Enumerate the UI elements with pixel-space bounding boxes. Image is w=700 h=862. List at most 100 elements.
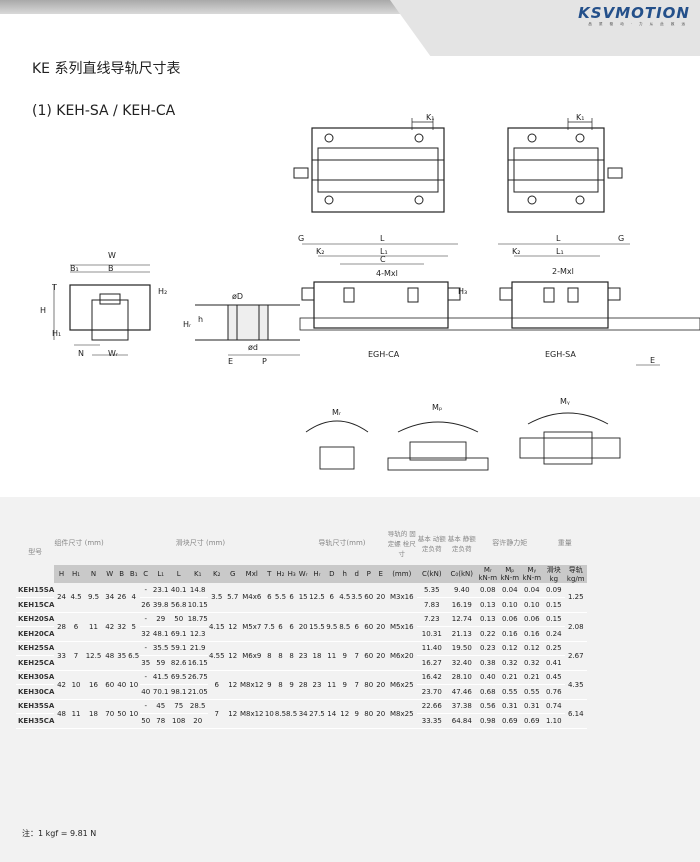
label-mp: Mₚ [432,403,442,412]
cell-h2: 6 [274,611,287,642]
subheader-w: W [103,565,116,583]
side-view-sa [498,243,660,366]
cell-g: 12 [225,640,240,671]
cell-mxl: M8x12 [239,698,264,729]
cell-dyn: 7.83 [416,597,447,613]
cell-stat: 37.38 [446,698,477,714]
col-model: 型号 [28,548,43,556]
cell-k1: 16.15 [187,655,208,671]
cell-e: 20 [374,583,387,613]
cell-block_w: 0.25 [542,640,565,656]
cell-b: 35 [115,640,128,671]
label-k2-sa: K₂ [512,247,520,256]
cell-h: 42 [54,669,69,700]
label-l1-sa: L₁ [556,247,564,256]
cell-g: 12 [225,611,240,642]
cell-c: 26 [139,597,152,613]
cell-l1: 23.1 [151,583,170,598]
col-group-bolt: 导轨的 固定螺 栓尺寸 [387,530,416,558]
cell-h: 12 [338,698,351,729]
cell-d: 14 [324,698,339,729]
cell-bolt: M6x20 [386,640,417,671]
label-k2-ca: K₂ [316,247,324,256]
cell-c: - [139,640,152,656]
cell-l: 56.8 [169,597,188,613]
label-g-sa: G [618,234,624,243]
cell-stat: 32.40 [446,655,477,671]
cell-c: - [139,583,152,598]
end-view [53,264,151,356]
subheader-mxl: Mxl [239,565,264,583]
cell-block_w: 0.74 [542,698,565,714]
label-t: T [51,283,57,292]
label-h3: H₃ [458,287,467,296]
brand-tagline: 品 质 驱 动 · 力 从 此 致 远 [588,22,688,26]
cell-g: 12 [225,698,240,729]
cell-h1: 4.5 [68,583,84,613]
cell-k2: 3.5 [207,583,226,613]
cell-h1: 10 [68,669,84,700]
cell-bolt: M8x25 [386,698,417,729]
cell-bolt: M5x16 [386,611,417,642]
cell-t: 6 [263,583,275,613]
subheader-d: d [350,565,363,583]
cell-mp: 0.16 [498,626,521,642]
cell-d: 7 [350,669,363,700]
cell-rail-w: 6.14 [564,698,587,729]
col-group-block: 滑块尺寸 (mm) [175,539,226,547]
cell-mxl: M4x6 [239,583,264,613]
cell-l: 82.6 [169,655,188,671]
top-view-sa [507,118,623,213]
subheader-k2: K₂ [207,565,226,583]
label-h-small: h [198,315,203,324]
cell-k2: 6 [207,669,226,700]
cell-model: KEH35CA [16,713,55,729]
cell-l: 75 [169,698,188,714]
cell-block_w: 0.45 [542,669,565,685]
cell-w: 34 [103,583,116,613]
subheader-dyn: C(kN) [416,565,447,583]
cell-mxl: M6x9 [239,640,264,671]
technical-drawing: K₁ K₁ W B₁ B T H H₁ H₂ N Wᵣ Hᵣ h øD ød E… [40,113,700,471]
cell-dyn: 5.35 [416,583,447,598]
cell-b1: 5 [127,611,140,642]
cell-bolt: M6x25 [386,669,417,700]
cell-hr: 15.5 [309,611,325,642]
label-egh-sa: EGH-SA [545,350,576,359]
cell-h: 4.5 [338,583,351,613]
cell-l: 98.1 [169,684,188,700]
cell-stat: 19.50 [446,640,477,656]
cell-t: 9 [263,669,275,700]
cell-b1: 10 [127,698,140,729]
cell-w: 60 [103,669,116,700]
cell-model: KEH25CA [16,655,55,671]
cell-h: 9 [338,669,351,700]
cell-h: 24 [54,583,69,613]
cell-d: 7 [350,640,363,671]
cell-p: 80 [362,698,375,729]
col-group-rail: 导轨尺寸(mm) [318,539,366,547]
cell-wr: 28 [297,669,310,700]
cell-h2: 8 [274,640,287,671]
cell-wr: 20 [297,611,310,642]
cell-b1: 10 [127,669,140,700]
cell-b: 40 [115,669,128,700]
cell-mr: 0.68 [476,684,499,700]
cell-w: 48 [103,640,116,671]
subheader-stat: C₀(kN) [446,565,477,583]
cell-mr: 0.56 [476,698,499,714]
cell-h: 9 [338,640,351,671]
cell-k1: 20 [187,713,208,729]
cell-mr: 0.22 [476,626,499,642]
cell-model: KEH20CA [16,626,55,642]
subheader-mr-unit: kN-m [478,574,498,582]
cell-h3: 8 [286,640,298,671]
col-group-assembly: 组件尺寸 (mm) [54,539,104,547]
spec-table: 型号 组件尺寸 (mm) 滑块尺寸 (mm) 导轨尺寸(mm) 导轨的 固定螺 … [16,521,587,729]
cell-t: 8 [263,640,275,671]
subheader-g: G [225,565,240,583]
label-mr: Mᵣ [332,408,342,417]
